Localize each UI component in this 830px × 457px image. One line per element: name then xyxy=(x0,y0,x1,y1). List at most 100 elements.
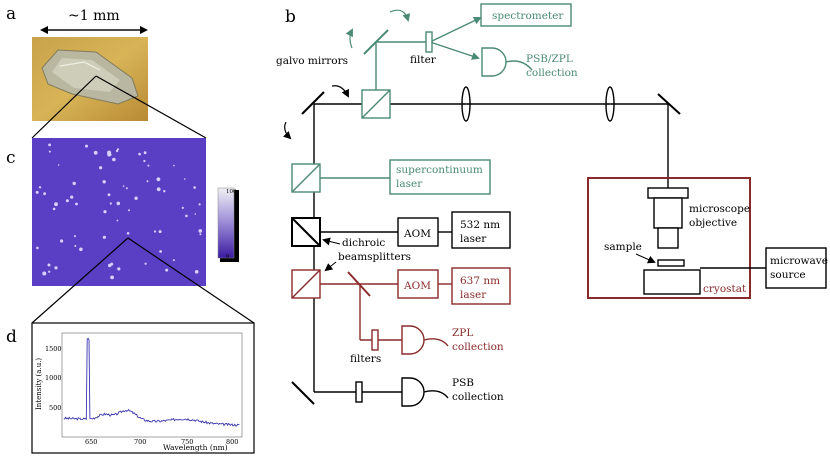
microscope-objective xyxy=(647,187,689,249)
fluorescence-spot xyxy=(163,190,166,193)
zoom-line-left xyxy=(31,75,97,139)
fluorescence-spot xyxy=(184,178,186,180)
fluorescence-spot xyxy=(117,267,121,271)
fluorescence-spot xyxy=(198,229,203,233)
fluorescence-spot xyxy=(193,186,196,189)
fluorescence-spot xyxy=(156,177,161,182)
spectrum-panel: Intensity (a.u.) Wavelength (nm) 1500 10… xyxy=(31,322,255,454)
fluorescence-spot xyxy=(134,196,138,200)
dichroic-arrow-2 xyxy=(324,261,337,272)
green-path xyxy=(361,3,572,119)
fluorescence-spot xyxy=(116,201,121,206)
red-laser-path xyxy=(291,267,511,355)
fluorescence-spot xyxy=(103,210,107,214)
psb-path xyxy=(355,377,449,407)
dichroic-label-1: dichroic xyxy=(342,237,385,249)
zoom-line-left-2 xyxy=(31,237,129,324)
microscope-label-1: microscope xyxy=(689,203,750,215)
psb-zpl-label-1: PSB/ZPL xyxy=(526,53,573,65)
fluorescence-spot xyxy=(185,214,188,218)
fluorescence-spot xyxy=(102,180,106,184)
fluorescence-spot xyxy=(158,230,162,234)
fluorescence-spot xyxy=(128,209,130,212)
zoom-line-right xyxy=(95,75,207,139)
supercontinuum-path xyxy=(291,159,491,195)
fluorescence-spot xyxy=(43,192,46,196)
colorbar-max: 100 xyxy=(226,189,237,195)
spectrum-xlabel: Wavelength (nm) xyxy=(163,443,228,452)
fluorescence-spot xyxy=(48,150,51,153)
colorbar: 100 0 xyxy=(217,187,239,262)
fluorescence-spot xyxy=(79,247,83,252)
ytick-500: 500 xyxy=(49,404,61,412)
fluorescence-spot xyxy=(85,144,88,148)
xtick-650: 650 xyxy=(85,438,97,446)
fluorescence-spot xyxy=(48,143,51,147)
panel-letter-b: b xyxy=(285,7,296,27)
sample-label: sample xyxy=(604,241,642,253)
fluorescence-spot xyxy=(36,246,39,250)
aom-532-label: AOM xyxy=(403,228,431,240)
fluorescence-spot xyxy=(48,270,51,273)
panel-letter-c: c xyxy=(6,148,16,168)
fluorescence-spot xyxy=(110,275,114,280)
psb-label-2: collection xyxy=(452,391,504,403)
fluorescence-spot xyxy=(146,180,149,183)
scale-bar: ~1 mm xyxy=(40,8,148,34)
fluorescence-spot xyxy=(54,202,58,207)
ytick-1000: 1000 xyxy=(45,374,62,382)
spectrometer-label: spectrometer xyxy=(492,10,564,22)
fluorescence-spot xyxy=(153,230,157,233)
supercontinuum-label-1: supercontinuum xyxy=(396,164,483,176)
fluorescence-spot xyxy=(107,150,112,155)
galvo-arrow-1 xyxy=(282,121,292,140)
fluorescence-spot xyxy=(72,181,76,186)
xtick-700: 700 xyxy=(134,438,146,446)
fluorescence-spot xyxy=(38,186,42,189)
fluorescence-spot xyxy=(116,219,119,222)
fluorescence-spot xyxy=(144,262,147,265)
filter-label: filter xyxy=(410,54,437,66)
microwave-box xyxy=(765,247,827,289)
fluorescence-spot xyxy=(75,202,78,206)
fluorescence-spot xyxy=(181,206,184,209)
laser-637-label-2: laser xyxy=(460,289,487,301)
fluorescence-spot xyxy=(42,271,47,276)
fluorescence-spot xyxy=(165,268,169,272)
spectrum-line xyxy=(63,337,240,427)
fluorescence-spot xyxy=(122,185,125,187)
fluorescence-spot xyxy=(194,213,197,215)
dichroic-label-2: beamsplitters xyxy=(338,251,411,263)
fluorescence-spot xyxy=(70,195,74,199)
fluorescence-spot xyxy=(108,263,112,268)
galvo-label: galvo mirrors xyxy=(276,55,348,67)
fluorescence-spot xyxy=(93,150,98,155)
cryostat-enclosure xyxy=(587,177,751,299)
fluorescence-spot xyxy=(54,266,58,270)
zpl-label-2: collection xyxy=(452,341,504,353)
fluorescence-spot xyxy=(60,239,64,243)
filters-label: filters xyxy=(350,353,381,365)
fluorescence-spot xyxy=(116,148,120,151)
lens-2 xyxy=(605,86,615,122)
fluorescence-spot xyxy=(194,270,199,274)
laser-637-label-1: 637 nm xyxy=(460,275,500,287)
fluorescence-spot xyxy=(199,233,202,236)
galvo-arrow-green-1 xyxy=(345,28,353,49)
panel-letter-d: d xyxy=(6,327,17,347)
scale-label: ~1 mm xyxy=(68,8,120,24)
mirrors xyxy=(291,91,681,405)
fluorescence-spot xyxy=(198,203,201,206)
galvo-arrow-2 xyxy=(331,85,349,98)
lens-1 xyxy=(461,86,471,122)
fluorescence-spot xyxy=(107,193,111,197)
cryostat-label: cryostat xyxy=(703,283,747,295)
xtick-750: 750 xyxy=(181,438,193,446)
fluorescence-spot xyxy=(74,235,76,238)
fluorescence-spot xyxy=(156,187,161,192)
fluorescence-image xyxy=(32,138,206,286)
green-laser-path xyxy=(291,211,511,249)
fluorescence-spot xyxy=(147,164,150,167)
